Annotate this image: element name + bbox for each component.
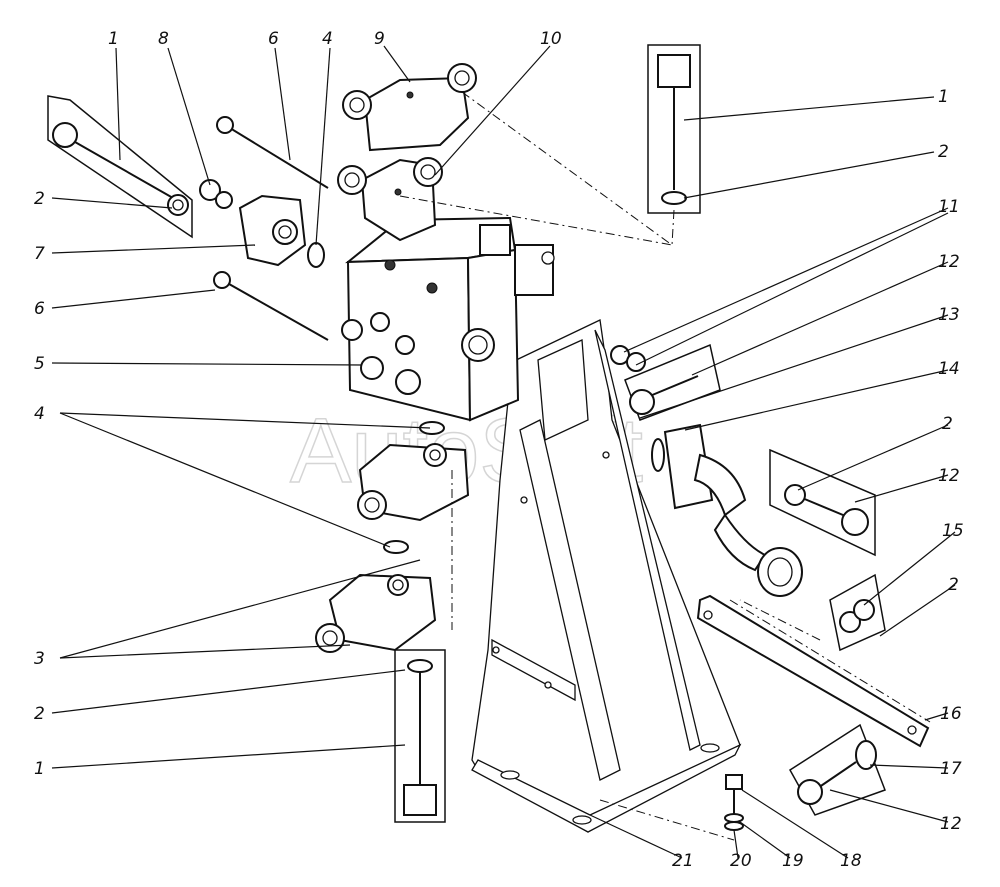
callout-8: 8 [158, 29, 169, 49]
stand-bracket [471, 319, 742, 833]
callout-2: 2 [948, 575, 959, 595]
callout-6: 6 [268, 29, 279, 49]
callout-13: 13 [938, 305, 960, 325]
callout-12: 12 [938, 466, 960, 486]
callout-2: 2 [942, 414, 953, 434]
flange-14 [651, 423, 803, 597]
callout-2: 2 [34, 189, 45, 209]
callout-9: 9 [374, 29, 385, 49]
plate-16 [696, 594, 930, 748]
callout-14: 14 [938, 359, 960, 379]
o-ring-4-low [383, 540, 409, 554]
callout-17: 17 [940, 759, 962, 779]
long-bolt-6-left [213, 271, 329, 341]
fitting-block-10 [337, 157, 443, 242]
nut-11 [610, 345, 646, 372]
inset-screw-lower [394, 649, 446, 823]
bolt-18-washer-19-20 [724, 774, 744, 831]
inset-screw-top-right [647, 44, 701, 214]
callout-10: 10 [540, 29, 562, 49]
callout-4: 4 [322, 29, 333, 49]
bolt-12-inset-a [624, 343, 721, 421]
callout-11: 11 [938, 197, 960, 217]
callout-4: 4 [34, 404, 45, 424]
callout-2: 2 [938, 142, 949, 162]
valve-module-lower [315, 573, 437, 653]
callout-1: 1 [938, 87, 949, 107]
long-bolt-6-top [216, 116, 329, 189]
bolt-12-inset-b [769, 448, 876, 557]
fitting-block-9 [342, 63, 477, 152]
callout-18: 18 [840, 851, 862, 871]
callout-12: 12 [938, 252, 960, 272]
valve-module-middle [357, 443, 470, 522]
callout-5: 5 [34, 354, 45, 374]
callout-labels: 1 8 6 4 9 10 1 2 11 12 13 14 2 12 15 2 1… [34, 29, 964, 871]
callout-19: 19 [782, 851, 804, 871]
callout-20: 20 [730, 851, 752, 871]
valve-block [341, 216, 555, 422]
callout-3: 3 [34, 649, 45, 669]
washer-15-inset [829, 573, 886, 652]
o-ring-4-top [307, 242, 325, 268]
callout-16: 16 [940, 704, 962, 724]
callout-12: 12 [940, 814, 962, 834]
callout-21: 21 [672, 851, 694, 871]
callout-6: 6 [34, 299, 45, 319]
callout-7: 7 [34, 244, 45, 264]
housing-7 [238, 194, 307, 267]
callout-15: 15 [942, 521, 964, 541]
callout-2: 2 [34, 704, 45, 724]
callout-1: 1 [34, 759, 45, 779]
assembly-dash-lines [399, 91, 931, 841]
leader-lines [51, 45, 956, 859]
inset-screw-top-left [47, 95, 193, 239]
fitting-8 [199, 179, 233, 209]
bolt-12-inset-c [789, 723, 886, 816]
callout-1: 1 [108, 29, 119, 49]
